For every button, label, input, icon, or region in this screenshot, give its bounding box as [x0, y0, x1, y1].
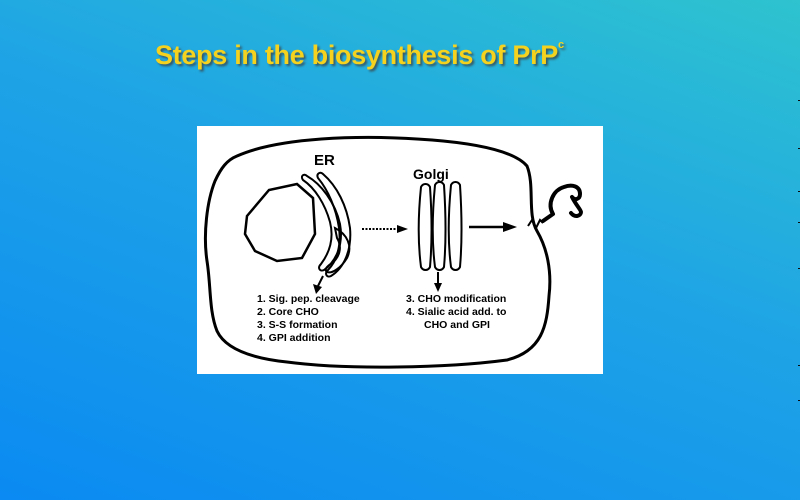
- er-membranes: [300, 171, 352, 278]
- er-step: 1. Sig. pep. cleavage: [257, 293, 360, 305]
- golgi-label: Golgi: [413, 166, 449, 182]
- er-step: 3. S-S formation: [257, 319, 338, 331]
- golgi-stacks: [417, 181, 463, 271]
- cell-diagram: ER Golgi 1. Sig. pep. cleavage 2. Core C…: [203, 135, 583, 369]
- er-step: 2. Core CHO: [257, 306, 319, 318]
- edge-mark: [798, 365, 800, 366]
- slide-title-superscript: c: [557, 39, 564, 51]
- slide-title-text: Steps in the biosynthesis of PrP: [155, 40, 558, 70]
- edge-mark: [798, 148, 800, 149]
- er-steps-list: 1. Sig. pep. cleavage 2. Core CHO 3. S-S…: [257, 293, 360, 344]
- nucleus: [243, 182, 317, 263]
- er-step: 4. GPI addition: [257, 332, 331, 344]
- edge-mark: [798, 222, 800, 223]
- slide-title: Steps in the biosynthesis of PrPc: [155, 39, 564, 71]
- edge-mark: [798, 268, 800, 269]
- cell-membrane: [203, 135, 552, 369]
- golgi-step: 3. CHO modification: [406, 293, 506, 305]
- diagram-panel: ER Golgi 1. Sig. pep. cleavage 2. Core C…: [197, 126, 603, 374]
- transport-arrow-golgi-to-membrane: [469, 222, 517, 232]
- golgi-step: CHO and GPI: [424, 319, 490, 331]
- edge-mark: [798, 100, 800, 101]
- golgi-step: 4. Sialic acid add. to: [406, 306, 506, 318]
- edge-mark: [798, 191, 800, 192]
- er-steps-arrow: [313, 275, 324, 294]
- prpc-protein: [541, 183, 583, 223]
- edge-mark: [798, 400, 800, 401]
- er-label: ER: [314, 152, 335, 169]
- golgi-steps-arrow: [434, 272, 442, 292]
- golgi-steps-list: 3. CHO modification 4. Sialic acid add. …: [406, 293, 506, 331]
- transport-arrow-er-to-golgi: [362, 225, 408, 233]
